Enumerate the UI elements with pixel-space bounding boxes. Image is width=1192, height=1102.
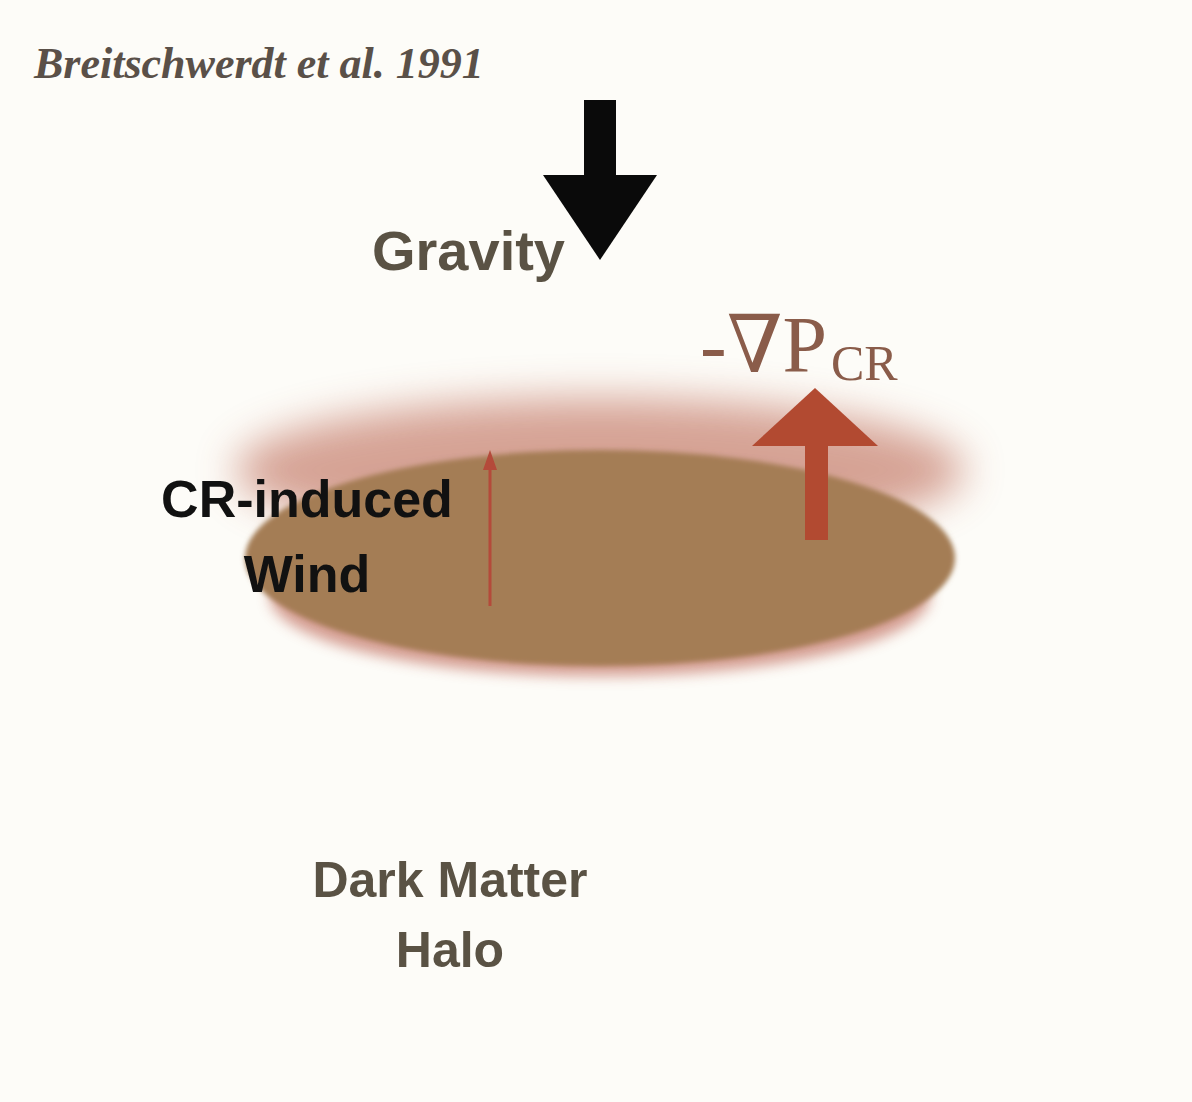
subscript-label: CR (831, 338, 898, 388)
halo-label: Dark Matter Halo (285, 845, 615, 985)
force-label: -∇P (700, 305, 827, 385)
wind-label: CR-induced Wind (147, 462, 467, 612)
cr-pressure-arrow (752, 388, 878, 540)
citation: Breitschwerdt et al. 1991 (34, 38, 484, 89)
force-label: Gravity (372, 218, 565, 283)
halo-outline (30, 60, 1165, 1055)
wind-arrow (483, 450, 497, 606)
halo-region: Dark Matter Halo (30, 60, 1165, 1055)
